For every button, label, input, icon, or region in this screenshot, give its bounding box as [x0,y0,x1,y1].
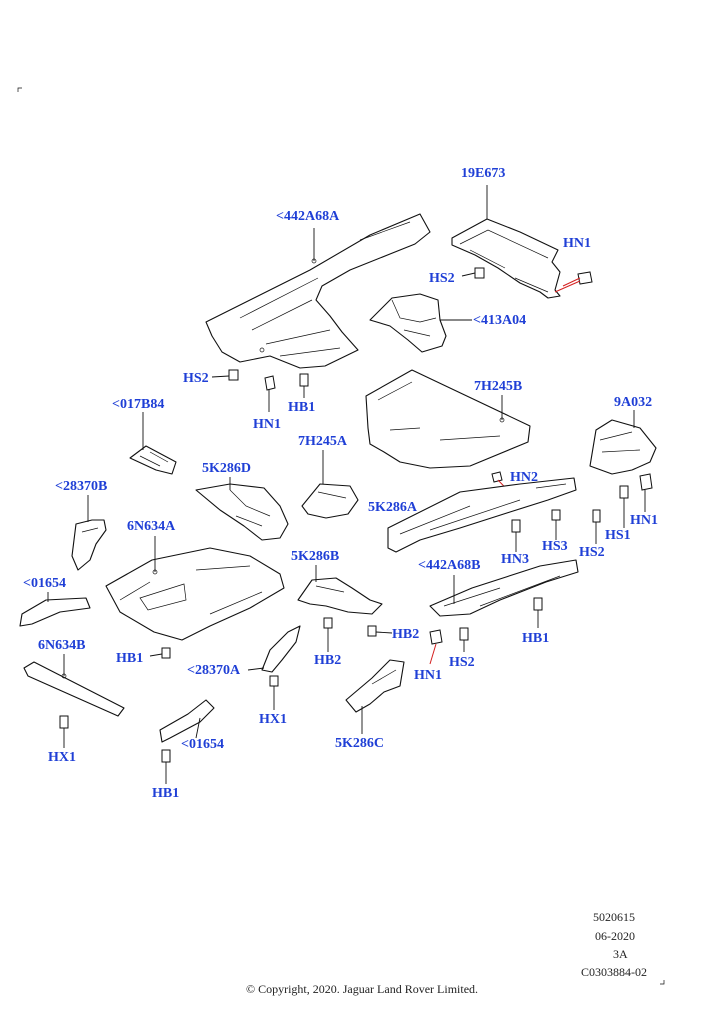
label-7H245A: 7H245A [298,434,347,449]
label-HS2-442A68A: HS2 [183,371,209,386]
label-HN1-442A68A: HN1 [253,417,281,432]
label-5K286C: 5K286C [335,736,384,751]
label-HB2-5K286B-right: HB2 [392,627,420,642]
label-9A032: 9A032 [614,395,653,410]
label-HN1-9A032: HN1 [630,513,658,528]
copyright-notice: © Copyright, 2020. Jaguar Land Rover Lim… [245,982,479,996]
label-01654-upper: <01654 [23,576,66,591]
label-HX1-6N634B: HX1 [48,750,76,765]
part-7H245B-shape [365,369,531,469]
part-5K286C-shape [345,659,405,713]
part-7H245A-shape [301,483,359,519]
leaders-442A68B [429,575,539,665]
label-28370A: <28370A [187,663,241,678]
part-017B84-shape [129,445,177,475]
label-HB1-442A68B: HB1 [522,631,550,646]
leaders-01654-b [165,717,201,784]
label-HB1-01654: HB1 [152,786,180,801]
label-HS2-442A68B: HS2 [449,655,475,670]
label-HX1-28370A: HX1 [259,712,287,727]
leaders-19E673 [461,185,581,293]
part-01654-b-shape [159,699,215,763]
part-28370A-shape [261,625,301,687]
label-28370B: <28370B [55,479,108,494]
part-6N634B-shape [23,661,125,729]
part-413A04-shape [369,293,447,353]
label-442A68B: <442A68B [418,558,481,573]
part-28370B-shape [71,519,107,571]
label-HN3: HN3 [501,552,529,567]
part-5K286A-shape [387,477,577,553]
label-6N634A: 6N634A [127,519,176,534]
label-HS3: HS3 [542,539,568,554]
part-9A032-shape [589,419,657,523]
label-HS2-19E673: HS2 [429,271,455,286]
leaders-5K286A [515,520,557,552]
part-01654-a-shape [19,597,91,627]
label-6N634B: 6N634B [38,638,86,653]
part-6N634A-shape [105,547,285,659]
label-442A68A: <442A68A [276,209,340,224]
leaders-6N634A [149,536,163,657]
label-HN2: HN2 [510,470,538,485]
part-5K286D-shape [195,483,289,541]
fastener-HN2-shape [491,471,503,483]
reference-number: 5020615 [593,910,635,924]
leaders-5K286B [315,565,393,652]
label-5K286D: 5K286D [202,461,251,476]
part-19E673-shape [451,218,593,299]
label-413A04: <413A04 [473,313,527,328]
label-7H245B: 7H245B [474,379,523,394]
label-HN1-442A68B: HN1 [414,668,442,683]
part-442A68B-shape [429,559,579,645]
label-HB2-5K286B: HB2 [314,653,342,668]
label-19E673: 19E673 [461,166,506,181]
label-HB1-442A68A: HB1 [288,400,316,415]
label-HB1-6N634A: HB1 [116,651,144,666]
part-442A68A-shape [205,213,431,391]
part-5K286B-shape [297,577,383,637]
revision-code: 3A [613,947,628,961]
corner-mark-top-left [17,87,22,92]
label-HN1-19E673: HN1 [563,236,591,251]
corner-mark-bottom-right [660,980,665,985]
label-01654-lower: <01654 [181,737,224,752]
label-HS2-9A032: HS2 [579,545,605,560]
label-017B84: <017B84 [112,397,165,412]
leaders-28370A [247,667,275,710]
label-HS1: HS1 [605,528,631,543]
label-5K286B: 5K286B [291,549,340,564]
leaders-9A032 [595,410,646,544]
illustration-code: C0303884-02 [581,965,647,979]
diagram-date: 06-2020 [595,929,635,943]
label-5K286A: 5K286A [368,500,417,515]
leaders-442A68A [211,228,315,412]
